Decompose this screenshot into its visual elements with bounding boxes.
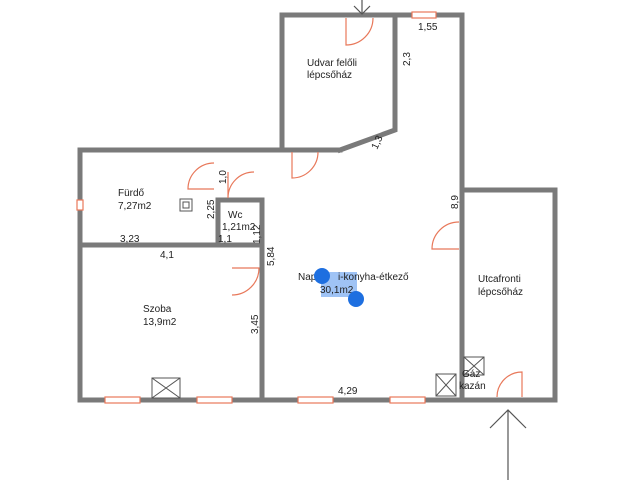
dim-89: 8,9 [450, 195, 461, 209]
door-stair-street [431, 221, 460, 250]
dimension-labels: 1,55 2,3 1,3 1,0 8,9 2,25 3,23 4,1 1,1 1… [120, 22, 461, 397]
stair-street-label-2: lépcsőház [478, 287, 523, 298]
window-top [411, 11, 437, 19]
window-bedroom-2 [196, 396, 233, 404]
bathroom-label: Fürdő [118, 188, 145, 199]
dim-13: 1,3 [370, 134, 386, 152]
dim-323: 3,23 [120, 234, 140, 245]
arrow-top [353, 0, 371, 15]
selection-handles [314, 268, 364, 307]
windows [76, 11, 437, 404]
stair-street-label-1: Utcafronti [478, 274, 521, 285]
living-label-right: i-konyha-étkező [338, 272, 409, 283]
dim-23: 2,3 [402, 52, 413, 66]
wc-area: 1,21m2 [222, 222, 256, 233]
dim-155: 1,55 [418, 22, 438, 33]
boiler-label-2: kazán [459, 381, 486, 392]
selection-handle-start[interactable] [314, 268, 330, 284]
window-left [76, 199, 84, 211]
dim-584: 5,84 [266, 246, 277, 266]
boiler-icon-2 [463, 356, 485, 376]
floor-drain-icon [179, 198, 193, 212]
living-area: 30,1m2 [320, 285, 354, 296]
door-bedroom [231, 267, 260, 296]
fixtures [151, 198, 485, 399]
stair-yard-label-2: lépcsőház [307, 70, 352, 81]
bathroom-area: 7,27m2 [118, 201, 152, 212]
living-label-left: Nap [298, 272, 317, 283]
door-bathroom [187, 162, 215, 190]
door-entrance [496, 371, 523, 398]
window-living-2 [389, 396, 426, 404]
selection-handle-end[interactable] [348, 291, 364, 307]
radiator-icon [151, 377, 181, 399]
door-wc [227, 171, 255, 199]
dim-225: 2,25 [206, 199, 217, 219]
dim-11: 1,1 [218, 234, 232, 245]
boiler-icon [435, 373, 457, 397]
walls [77, 12, 558, 403]
door-hall [291, 151, 319, 179]
window-bedroom-1 [104, 396, 141, 404]
door-stair-yard [345, 17, 374, 46]
dim-345: 3,45 [250, 314, 261, 334]
window-living-1 [297, 396, 334, 404]
dim-10: 1,0 [218, 170, 229, 184]
dim-429: 4,29 [338, 386, 358, 397]
wc-label: Wc [228, 210, 242, 221]
bedroom-label: Szoba [143, 304, 172, 315]
dim-41: 4,1 [160, 250, 174, 261]
boiler-label-1: Gáz [462, 369, 480, 380]
stair-yard-label-1: Udvar felőli [307, 58, 357, 69]
entry-arrows [353, 0, 527, 480]
doors [187, 17, 523, 398]
arrow-bottom [489, 409, 527, 480]
dim-112: 1,12 [252, 224, 263, 244]
bedroom-area: 13,9m2 [143, 317, 177, 328]
